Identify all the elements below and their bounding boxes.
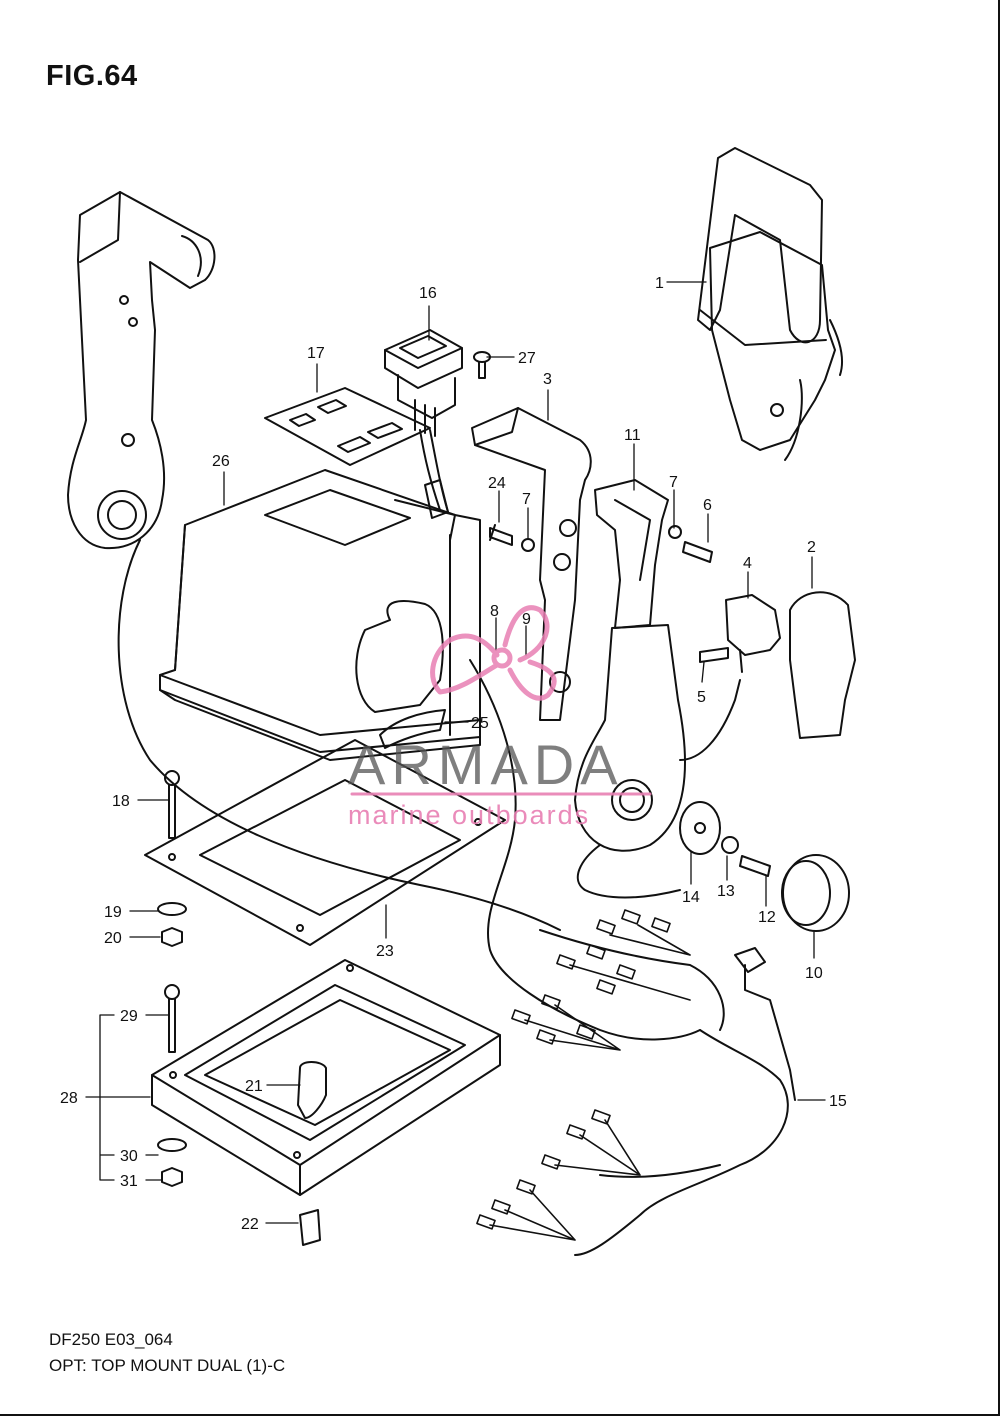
figure-description: OPT: TOP MOUNT DUAL (1)-C: [49, 1356, 286, 1375]
left-lever-handle: [67, 191, 216, 550]
leader-lines: [85, 281, 826, 1224]
callout-9: 9: [522, 611, 531, 628]
gasket-25: [379, 709, 446, 749]
grommet-10: [781, 854, 850, 932]
lever-arm-3: [471, 407, 592, 721]
callout-24: 24: [488, 475, 506, 492]
callout-20: 20: [104, 930, 122, 947]
lever-bracket-11: [594, 479, 669, 629]
callout-30: 30: [120, 1148, 138, 1165]
bolt-18: [164, 770, 180, 839]
callout-19: 19: [104, 904, 122, 921]
watermark-brand: ARMADA: [348, 733, 624, 796]
washer-19: [157, 902, 187, 916]
control-box-cover: [159, 469, 481, 761]
watermark-tagline: marine outboards: [348, 800, 590, 830]
callout-11: 11: [624, 427, 641, 444]
callout-7a: 7: [522, 491, 531, 508]
callout-15: 15: [829, 1093, 847, 1110]
wire-harness-15: [469, 659, 796, 1256]
callout-4: 4: [743, 555, 752, 572]
callout-10: 10: [805, 965, 823, 982]
callout-28: 28: [60, 1090, 78, 1107]
washer-13: [721, 836, 739, 854]
callout-8: 8: [490, 603, 499, 620]
callout-18: 18: [112, 793, 130, 810]
callout-12: 12: [758, 909, 776, 926]
screw-24: [489, 524, 513, 546]
callout-21: 21: [245, 1078, 263, 1095]
callout-29: 29: [120, 1008, 138, 1025]
model-code: DF250 E03_064: [49, 1330, 173, 1349]
base-frame: [151, 959, 501, 1196]
neutral-switch-4: [725, 594, 781, 673]
nut-31: [161, 1167, 183, 1187]
callout-7b: 7: [669, 474, 678, 491]
lever-harness: [576, 844, 681, 899]
control-unit-1: [697, 147, 843, 461]
callout-5: 5: [697, 689, 706, 706]
switch-16: [384, 329, 463, 437]
stopper-21: [297, 1061, 327, 1119]
nut-20: [161, 927, 183, 947]
callout-13: 13: [717, 883, 735, 900]
callout-1: 1: [655, 275, 664, 292]
callout-3: 3: [543, 371, 552, 388]
watermark: ARMADA marine outboards: [348, 605, 652, 830]
plate-14: [679, 801, 721, 855]
handle-cover-2: [789, 591, 856, 739]
callout-17: 17: [307, 345, 325, 362]
callout-2: 2: [807, 539, 816, 556]
left-lever-cable: [117, 539, 561, 931]
clip-22: [299, 1209, 321, 1246]
callout-27: 27: [518, 350, 536, 367]
screw-12: [739, 855, 771, 877]
screw-6: [682, 541, 713, 563]
switch-plate: [264, 387, 431, 466]
switch-harness: [419, 429, 449, 513]
screw-5: [699, 647, 729, 663]
callout-31: 31: [120, 1173, 138, 1190]
bolt-29: [164, 984, 180, 1053]
callout-14: 14: [682, 889, 700, 906]
callout-22: 22: [241, 1216, 259, 1233]
screw-27: [473, 351, 491, 379]
callout-23: 23: [376, 943, 394, 960]
connector-terminals: [476, 909, 691, 1241]
figure-title: FIG.64: [46, 60, 138, 92]
washer-7a: [521, 538, 535, 552]
callout-labels: 1 2 3 4 5 6 7 7 8 9 10 11 12 13 14 15 16…: [60, 275, 847, 1233]
callout-16: 16: [419, 285, 437, 302]
callout-26: 26: [212, 453, 230, 470]
washer-7b: [668, 525, 682, 539]
callout-6: 6: [703, 497, 712, 514]
watermark-propeller-icon: [430, 605, 557, 701]
washer-30: [157, 1138, 187, 1152]
mounting-gasket-plate: [144, 739, 506, 946]
callout-25: 25: [471, 715, 489, 732]
